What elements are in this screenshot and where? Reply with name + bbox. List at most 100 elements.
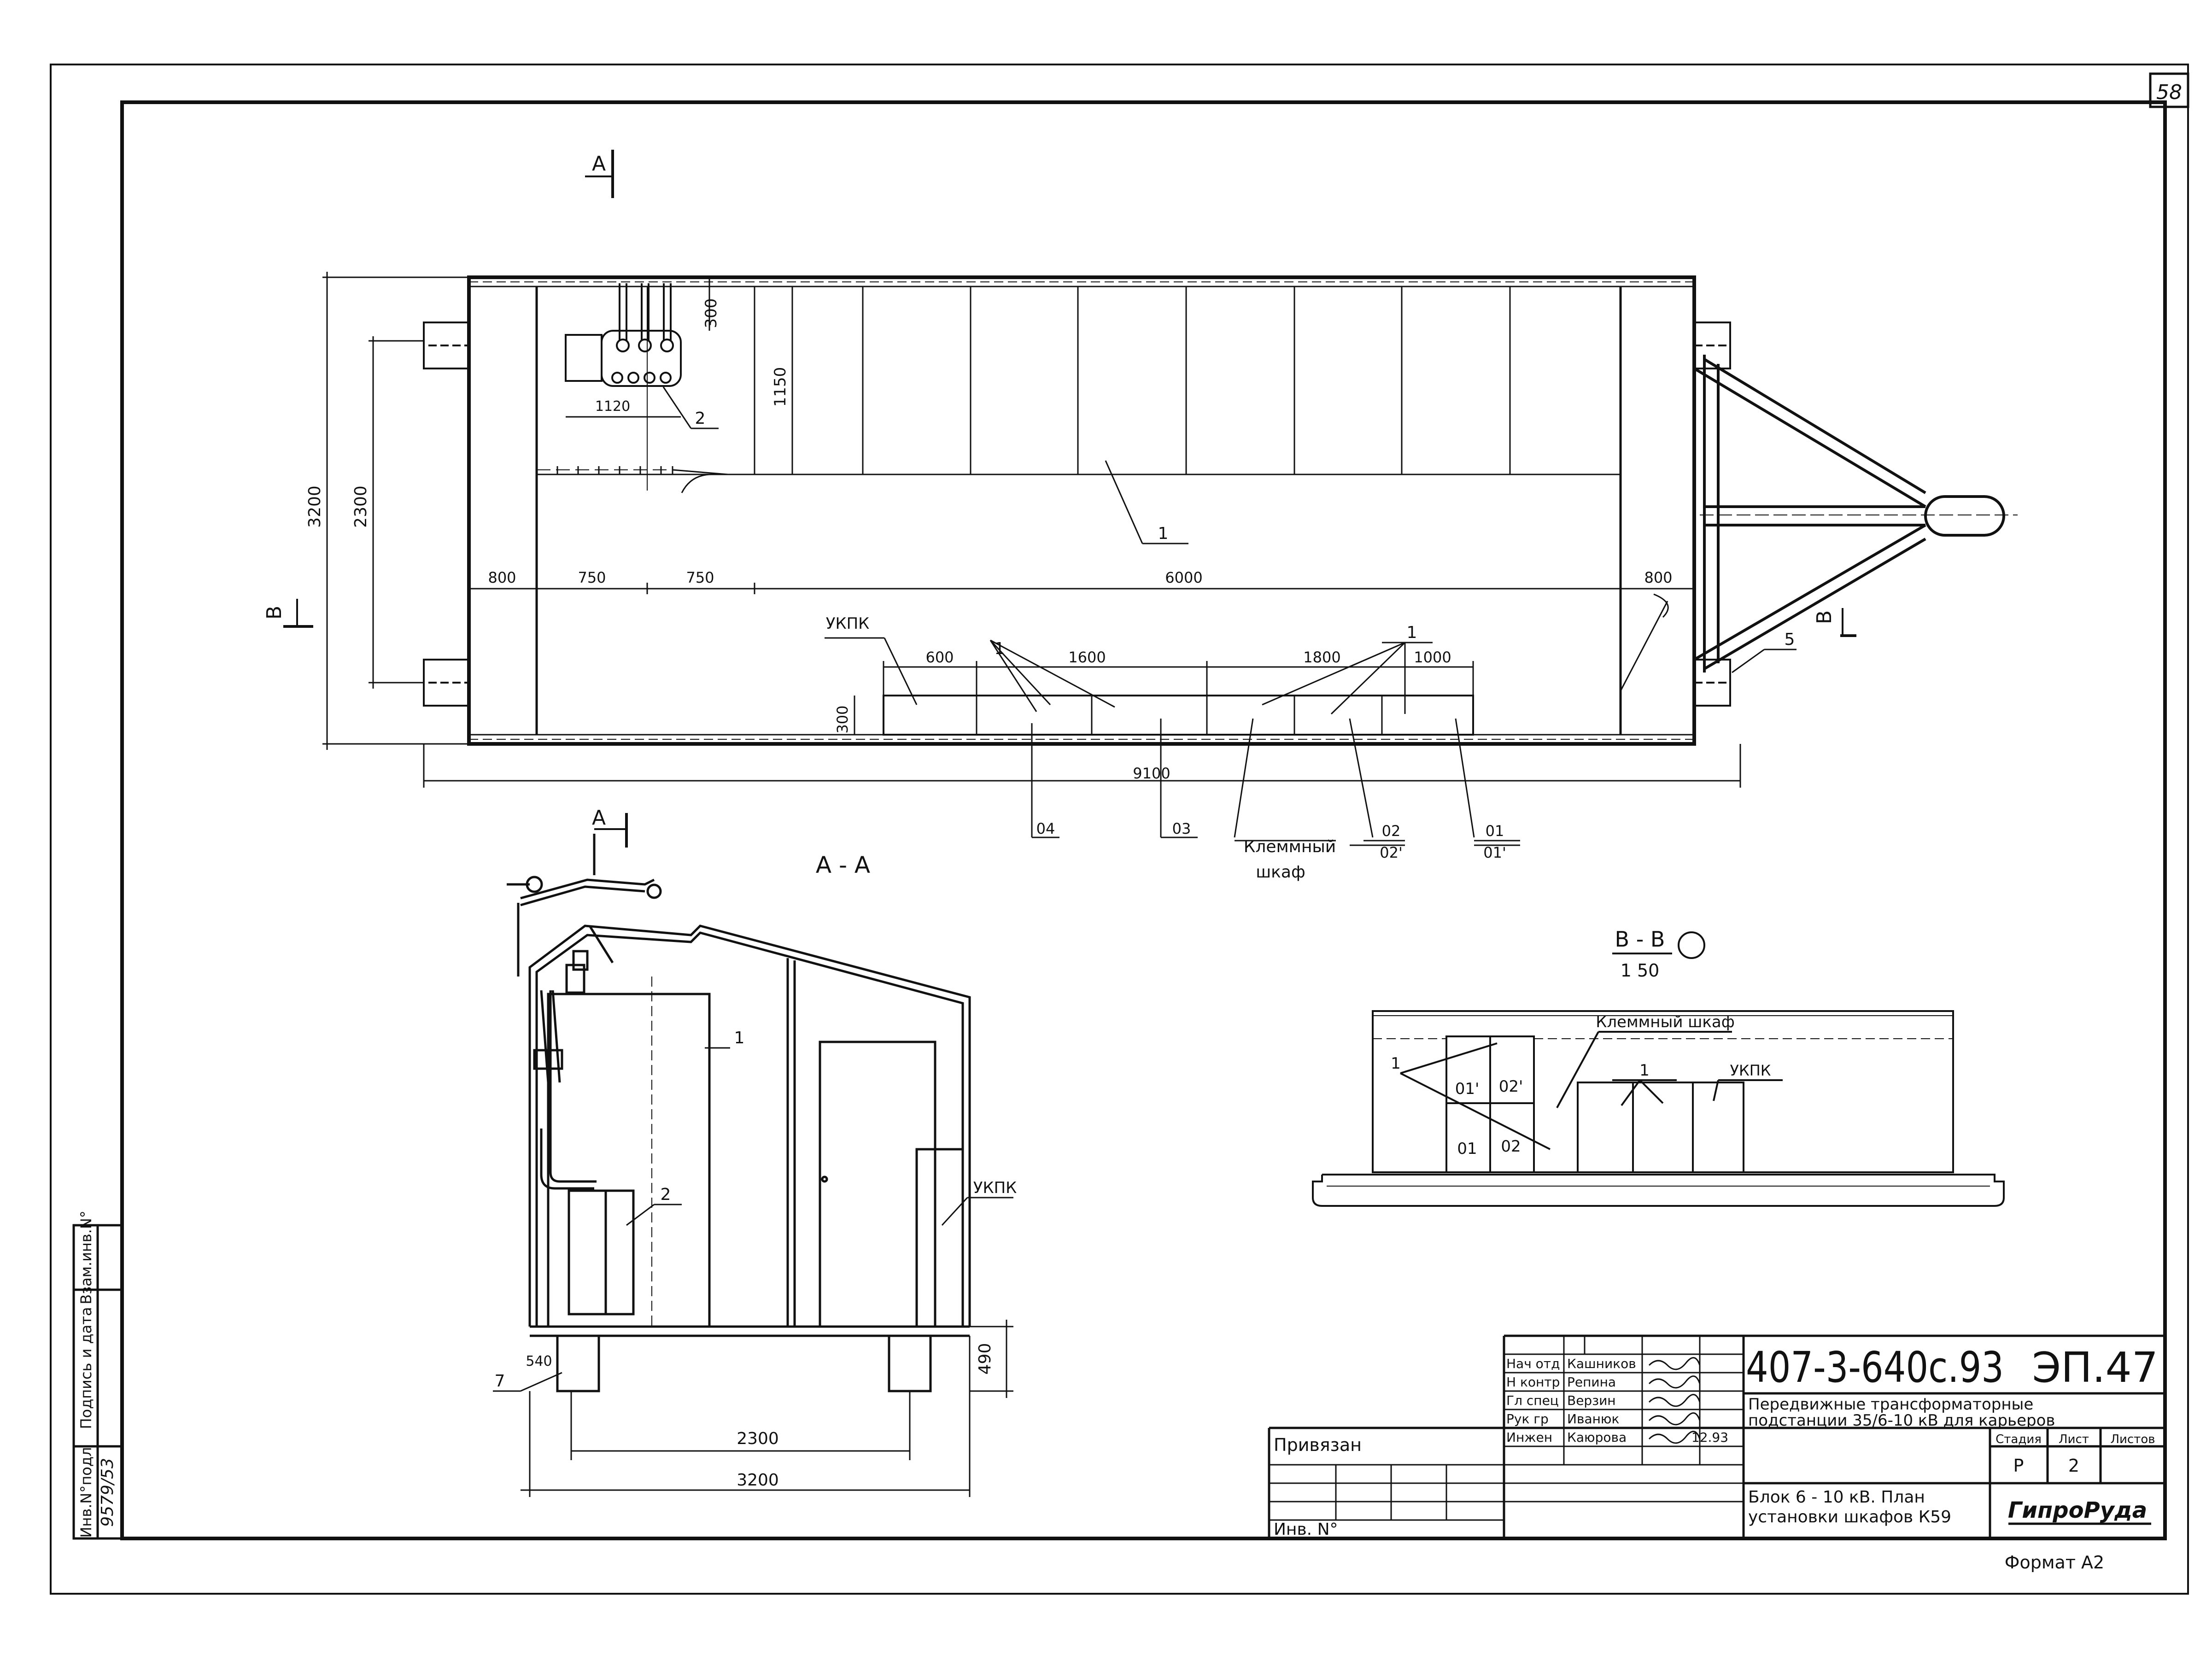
sheet-title-1: Блок 6 - 10 кВ. План xyxy=(1748,1488,1925,1507)
terminal-cabinet-line2: шкаф xyxy=(1256,863,1305,882)
signatories-list: Нач отд Кашников Н контр Репина Гл спец Верзи… xyxy=(1506,1356,1701,1445)
signatory-role: Инжен xyxy=(1506,1430,1552,1445)
plan-callouts: 1 2 1 1 5 УКПК 04 03 Клеммный шкаф 02 02… xyxy=(662,386,1797,882)
signature-scribble xyxy=(1648,1394,1701,1407)
sheet-title-2: установки шкафов К59 xyxy=(1748,1508,1951,1526)
stage-label: Стадия xyxy=(1995,1433,2042,1446)
plan-callout-5: 5 xyxy=(1785,630,1795,649)
section-bb-callout-1-b: 1 xyxy=(1639,1061,1650,1080)
doc-code: 407-3-640с.93 xyxy=(1746,1343,2004,1392)
dim-1000: 1000 xyxy=(1414,649,1451,666)
section-mark-a-bottom: А xyxy=(592,806,606,830)
plan-dimension-labels: 300 1120 1150 3200 2300 800 750 750 6000… xyxy=(305,298,1673,782)
inner-frame xyxy=(120,100,2167,1540)
dim-aa-3200: 3200 xyxy=(737,1471,779,1490)
dim-600: 600 xyxy=(925,649,954,666)
signature-scribble xyxy=(1648,1357,1701,1370)
dim-540: 540 xyxy=(526,1353,552,1369)
section-aa-callout-2: 2 xyxy=(661,1185,671,1204)
dim-750-b: 750 xyxy=(686,569,714,586)
signatory-role: Гл спец xyxy=(1506,1393,1559,1408)
page-number-box: 58 xyxy=(2149,72,2189,108)
dim-9100: 9100 xyxy=(1133,765,1170,782)
cabinet-02: 02 xyxy=(1382,822,1401,840)
dim-6000: 6000 xyxy=(1165,569,1202,586)
outer-frame xyxy=(50,64,2189,1595)
signature-date: 12.93 xyxy=(1691,1430,1728,1445)
privyazan: Привязан xyxy=(1274,1435,1362,1455)
plan-callout-2: 2 xyxy=(695,409,706,428)
side-stamp-vzam-inv: Взам.инв.N° xyxy=(77,1211,95,1304)
organization-logo: ГипроРуда xyxy=(2008,1497,2147,1523)
dim-3200: 3200 xyxy=(305,485,324,528)
side-stamp-inv-podl: Инв.N°подл xyxy=(77,1447,95,1538)
plan-view xyxy=(423,275,2018,746)
section-bb-01-prime: 01' xyxy=(1455,1080,1480,1098)
plan-callout-1-b: 1 xyxy=(1407,623,1417,642)
plan-dimensions xyxy=(322,272,1741,788)
title-block: Привязан Инв. N° 407-3-640с.93 ЭП.47 Пер… xyxy=(1268,1334,2165,1539)
section-bb-01: 01 xyxy=(1457,1140,1477,1158)
dim-1600: 1600 xyxy=(1068,649,1106,666)
signatory-name: Верзин xyxy=(1567,1393,1616,1408)
sheet-code: ЭП.47 xyxy=(2032,1344,2158,1392)
signatory-name: Каюрова xyxy=(1567,1430,1627,1445)
section-aa-callout-1: 1 xyxy=(734,1029,745,1047)
sheet-label: Лист xyxy=(2059,1433,2089,1446)
section-mark-a-top: А xyxy=(592,152,606,175)
dim-300-top: 300 xyxy=(702,298,720,328)
signatory-name: Кашников xyxy=(1567,1356,1636,1371)
plan-section-marks: А В В А xyxy=(263,150,1856,848)
terminal-cabinet-line1: Клеммный xyxy=(1244,837,1336,856)
section-aa-ukpk: УКПК xyxy=(973,1179,1017,1197)
section-bb-scale: 1 50 xyxy=(1621,960,1660,981)
stage-value: Р xyxy=(2013,1456,2024,1476)
side-stamp-inv-value: 9579/53 xyxy=(98,1458,117,1527)
section-mark-b-right: В xyxy=(1813,610,1836,624)
section-aa-title: А - А xyxy=(816,852,870,878)
cabinet-01: 01 xyxy=(1486,822,1504,840)
project-title-2: подстанции 35/6-10 кВ для карьеров xyxy=(1748,1411,2055,1430)
section-aa-callout-7: 7 xyxy=(495,1372,505,1391)
plan-callout-1-main: 1 xyxy=(1158,524,1169,543)
section-bb-title: В - В xyxy=(1615,927,1665,952)
dim-800-right: 800 xyxy=(1644,569,1672,586)
plan-callout-ukpk: УКПК xyxy=(826,614,870,633)
cabinet-02-prime: 02' xyxy=(1380,844,1403,861)
signature-scribble xyxy=(1648,1375,1701,1389)
signatory-role: Н контр xyxy=(1506,1374,1560,1390)
dim-300-bottom: 300 xyxy=(834,705,851,733)
dim-2300: 2300 xyxy=(351,485,370,528)
sheet-value: 2 xyxy=(2068,1456,2079,1476)
cabinet-01-prime: 01' xyxy=(1483,844,1506,861)
signatory-name: Репина xyxy=(1567,1374,1616,1390)
signatory-name: Иванюк xyxy=(1567,1411,1619,1427)
dim-490: 490 xyxy=(976,1343,995,1375)
dim-1150: 1150 xyxy=(771,367,790,407)
section-bb-02: 02 xyxy=(1501,1137,1521,1156)
side-stamp: Взам.инв.N° Подпись и дата Инв.N°подл 95… xyxy=(72,1211,123,1540)
section-bb-terminal: Клеммный шкаф xyxy=(1596,1013,1735,1031)
signature-scribble xyxy=(1648,1431,1701,1444)
dim-1800: 1800 xyxy=(1303,649,1340,666)
plan-callout-1-a: 1 xyxy=(995,639,1005,658)
inv-no: Инв. N° xyxy=(1274,1520,1338,1539)
dim-750-a: 750 xyxy=(578,569,606,586)
signature-scribble xyxy=(1648,1412,1701,1426)
format-label: Формат А2 xyxy=(2005,1552,2104,1573)
section-bb-callout-1-a: 1 xyxy=(1391,1054,1401,1073)
sheets-label: Листов xyxy=(2110,1433,2155,1446)
page-number: 58 xyxy=(2156,81,2182,104)
project-title-1: Передвижные трансформаторные xyxy=(1748,1395,2033,1414)
dim-800-left: 800 xyxy=(488,569,516,586)
dim-aa-2300: 2300 xyxy=(737,1429,779,1448)
section-bb: В - В 1 50 Клеммный шкаф xyxy=(1312,927,2005,1207)
cabinet-03: 03 xyxy=(1172,820,1191,837)
signatory-role: Нач отд xyxy=(1506,1356,1560,1371)
section-mark-b-left: В xyxy=(263,606,286,620)
section-aa: А - А xyxy=(493,834,1017,1497)
dim-1120: 1120 xyxy=(595,398,630,415)
cabinet-04: 04 xyxy=(1036,820,1055,837)
section-bb-ukpk: УКПК xyxy=(1730,1062,1771,1079)
